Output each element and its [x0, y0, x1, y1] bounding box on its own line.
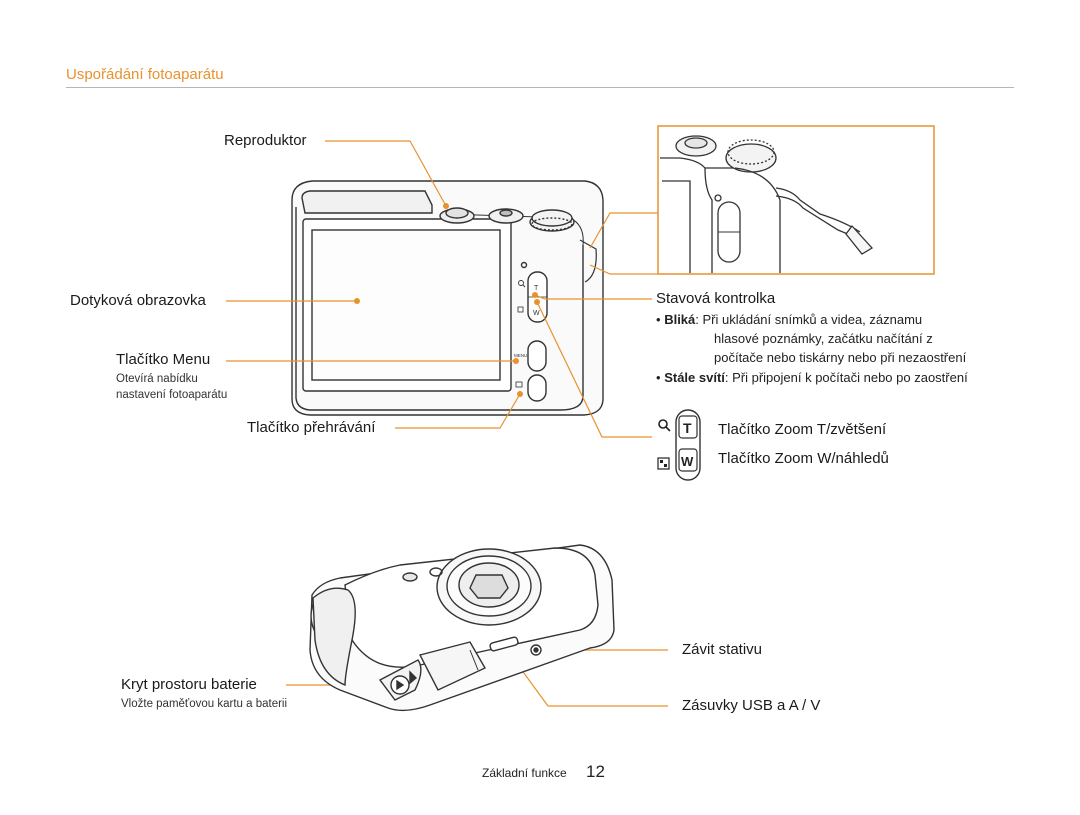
- battery-cover-description: Vložte paměťovou kartu a baterii: [121, 698, 288, 710]
- blink-text-line3: počítače nebo tiskárny nebo při nezaostř…: [714, 350, 967, 365]
- menu-button-label: Tlačítko Menu: [116, 351, 211, 368]
- blink-text-line2: hlasové poznámky, začátku načítání z: [714, 331, 933, 346]
- status-note-steady: • Stále svítí: Při připojení k počítači …: [656, 368, 968, 387]
- status-lamp-inset: [657, 125, 935, 275]
- title-divider: [66, 87, 1014, 88]
- svg-text:MENU: MENU: [514, 353, 527, 358]
- footer-chapter: Základní funkce: [482, 766, 567, 780]
- touchscreen-label: Dotyková obrazovka: [70, 292, 206, 309]
- tripod-mount-label: Závit stativu: [682, 641, 763, 658]
- zoom-t-label: Tlačítko Zoom T/zvětšení: [718, 421, 887, 438]
- magnifier-icon: [658, 419, 671, 432]
- svg-text:T: T: [534, 285, 539, 292]
- zoom-w-label: Tlačítko Zoom W/náhledů: [718, 450, 889, 467]
- status-note-blink: • Bliká: Při ukládání snímků a videa, zá…: [656, 310, 922, 329]
- playback-button-label: Tlačítko přehrávání: [247, 419, 376, 436]
- callout-leader-lines: [226, 140, 668, 707]
- steady-text: : Při připojení k počítači nebo po zaost…: [724, 370, 968, 385]
- camera-back-view: T W MENU: [291, 180, 604, 416]
- camera-bottom-view: [309, 544, 615, 712]
- menu-button-description-line2: nastavení fotoaparátu: [116, 389, 228, 401]
- bullet-icon: •: [656, 312, 661, 327]
- thumbnail-grid-icon: [657, 457, 670, 470]
- steady-term: Stále svítí: [664, 370, 725, 385]
- section-title: Uspořádání fotoaparátu: [66, 66, 224, 83]
- svg-text:W: W: [533, 310, 540, 317]
- bullet-icon: •: [656, 370, 661, 385]
- page-number: 12: [586, 762, 605, 781]
- svg-text:T: T: [683, 420, 692, 436]
- svg-text:W: W: [681, 454, 694, 469]
- menu-button-description-line1: Otevírá nabídku: [116, 373, 198, 385]
- speaker-label: Reproduktor: [224, 132, 307, 149]
- battery-cover-label: Kryt prostoru baterie: [121, 676, 257, 693]
- blink-text-line1: : Při ukládání snímků a videa, záznamu: [695, 312, 923, 327]
- usb-av-label: Zásuvky USB a A / V: [682, 697, 821, 714]
- status-lamp-label: Stavová kontrolka: [656, 290, 776, 307]
- zoom-button-legend: T W: [657, 409, 701, 481]
- blink-term: Bliká: [664, 312, 696, 327]
